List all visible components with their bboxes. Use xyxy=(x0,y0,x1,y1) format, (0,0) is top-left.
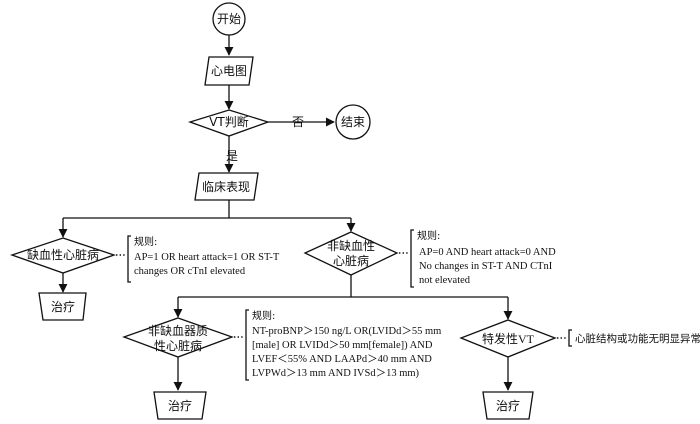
clinical-node: 临床表现 xyxy=(194,172,259,201)
treat-node-2: 治疗 xyxy=(153,391,207,420)
structural-rule-line-4: LVPWd＞13 mm AND IVSd＞13 mm) xyxy=(252,368,420,379)
ischemic-rule-line-1: AP=1 OR heart attack=1 OR ST-T xyxy=(134,252,280,263)
non-ischemic-rule-line-1: AP=0 AND heart attack=0 AND xyxy=(419,247,556,258)
ischemic-rule-head: 规则: xyxy=(134,235,157,248)
end-node: 结束 xyxy=(335,104,371,140)
treat-2-label: 治疗 xyxy=(168,399,192,413)
non-ischemic-rule-head: 规则: xyxy=(417,229,440,242)
no-label: 否 xyxy=(292,115,304,129)
structural-rule-head: 规则: xyxy=(252,309,275,322)
start-node: 开始 xyxy=(212,2,246,36)
ischemic-rule-line-2: changes OR cTnI elevated xyxy=(134,266,246,277)
connectors xyxy=(58,35,513,391)
yes-label: 是 xyxy=(226,149,238,163)
ischemic-rule: 规则: AP=1 OR heart attack=1 OR ST-T chang… xyxy=(116,235,280,283)
idiopathic-rule: 心脏结构或功能无明显异常 xyxy=(557,329,700,347)
end-label: 结束 xyxy=(341,115,365,129)
start-label: 开始 xyxy=(217,12,241,26)
non-ischemic-rule-line-3: not elevated xyxy=(419,275,471,286)
structural-label-2: 性心脏病 xyxy=(154,338,202,353)
treat-1-label: 治疗 xyxy=(51,300,75,314)
non-ischemic-label-2: 心脏病 xyxy=(333,253,369,268)
treat-node-1: 治疗 xyxy=(38,292,87,321)
ecg-node: 心电图 xyxy=(204,56,254,86)
structural-rule: 规则: NT-proBNP＞150 ng/L OR(LVIDd＞55 mm [m… xyxy=(234,309,441,381)
non-ischemic-node: 非缺血性 心脏病 xyxy=(303,231,399,276)
non-ischemic-rule: 规则: AP=0 AND heart attack=0 AND No chang… xyxy=(399,229,556,288)
non-ischemic-label-1: 非缺血性 xyxy=(327,238,375,253)
clinical-label: 临床表现 xyxy=(202,180,250,194)
ischemic-label: 缺血性心脏病 xyxy=(27,247,99,262)
idiopathic-label: 特发性VT xyxy=(482,331,535,346)
structural-node: 非缺血器质 性心脏病 xyxy=(122,317,234,358)
vt-judge-label: VT判断 xyxy=(209,114,249,129)
non-ischemic-rule-line-2: No changes in ST-T AND CTnI xyxy=(419,261,553,272)
structural-rule-line-2: [male] OR LVIDd＞50 mm[female]) AND xyxy=(252,340,433,351)
ecg-label: 心电图 xyxy=(211,64,247,78)
idiopathic-node: 特发性VT xyxy=(459,319,557,358)
structural-rule-line-3: LVEF＜55% AND LAAPd＞40 mm AND xyxy=(252,354,432,365)
treat-node-3: 治疗 xyxy=(482,391,534,420)
treat-3-label: 治疗 xyxy=(496,399,520,413)
vt-judge-node: VT判断 xyxy=(187,109,271,137)
structural-rule-line-1: NT-proBNP＞150 ng/L OR(LVIDd＞55 mm xyxy=(252,326,441,337)
idiopathic-rule-text: 心脏结构或功能无明显异常 xyxy=(575,332,700,345)
ischemic-node: 缺血性心脏病 xyxy=(9,237,117,274)
structural-label-1: 非缺血器质 xyxy=(148,323,208,338)
